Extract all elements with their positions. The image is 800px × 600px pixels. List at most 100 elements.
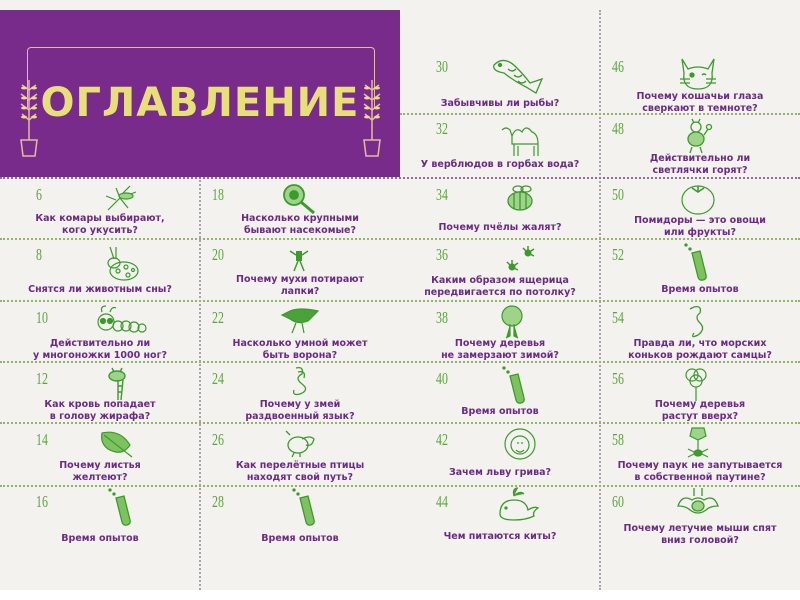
- toc-entry[interactable]: 50 Помидоры — это овощи или фрукты?: [600, 178, 800, 238]
- toc-entry[interactable]: 30 Забывчивы ли рыбы?: [400, 10, 600, 113]
- page-number: 44: [436, 492, 448, 511]
- question-text: Насколько крупными бывают насекомые?: [241, 213, 359, 236]
- question-text: Время опытов: [661, 284, 739, 295]
- page-number: 54: [612, 308, 624, 327]
- toc-entry[interactable]: 34 Почему пчёлы жалят?: [400, 178, 600, 238]
- toc-entry[interactable]: 46 Почему кошачьи глаза сверкают в темно…: [600, 10, 800, 114]
- whale-icon: [499, 487, 540, 521]
- toc-entry[interactable]: 8 Снятся ли животным сны?: [0, 239, 200, 300]
- question-text: Правда ли, что морских коньков рождают с…: [628, 338, 772, 361]
- page-title: ОГЛАВЛЕНИЕ: [40, 80, 360, 126]
- question-text: У верблюдов в горбах вода?: [420, 159, 580, 170]
- toc-entry[interactable]: 24 Почему у змей раздвоенный язык?: [200, 362, 400, 422]
- page-number: 14: [36, 430, 48, 449]
- toc-entry[interactable]: 32 У верблюдов в горбах вода?: [400, 114, 600, 177]
- toc-entry[interactable]: 40 Время опытов: [400, 362, 600, 422]
- question-text: Почему листья желтеют?: [59, 460, 141, 483]
- spider-icon: [687, 427, 709, 458]
- tree-icon: [685, 368, 707, 401]
- toc-entry[interactable]: 48 Действительно ли светлячки горят?: [600, 114, 800, 177]
- question-text: Почему летучие мыши спят вниз головой?: [623, 523, 777, 546]
- row-divider: [0, 238, 800, 240]
- test-tube-icon: [292, 488, 315, 526]
- toc-entry[interactable]: 52 Время опытов: [600, 239, 800, 300]
- toc-entry[interactable]: 18 Насколько крупными бывают насекомые?: [200, 178, 400, 238]
- magnifier-icon: [283, 184, 315, 215]
- page-number: 28: [212, 492, 224, 511]
- bird-icon: [285, 430, 315, 458]
- sleeping-animal-icon: [107, 246, 139, 281]
- toc-entry[interactable]: 12 Как кровь попадает в голову жирафа?: [0, 362, 200, 422]
- page-number: 40: [436, 369, 448, 388]
- question-text: Каким образом ящерица передвигается по п…: [424, 275, 576, 298]
- page-number: 30: [436, 57, 448, 76]
- question-text: Снятся ли животным сны?: [28, 284, 172, 295]
- row-divider: [400, 113, 800, 115]
- crow-icon: [280, 308, 320, 334]
- page-number: 48: [612, 119, 624, 138]
- page-number: 6: [36, 185, 42, 204]
- giraffe-icon: [108, 367, 126, 401]
- question-text: Как кровь попадает в голову жирафа?: [44, 399, 156, 422]
- question-text: Почему у змей раздвоенный язык?: [245, 399, 355, 422]
- lizard-feet-icon: [506, 246, 535, 271]
- question-text: Почему пчёлы жалят?: [438, 222, 562, 233]
- test-tube-icon: [502, 366, 525, 404]
- question-text: Время опытов: [461, 406, 539, 417]
- toc-entry[interactable]: 44 Чем питаются киты?: [400, 486, 600, 566]
- seahorse-icon: [689, 305, 704, 338]
- caterpillar-icon: [97, 305, 147, 333]
- toc-entry[interactable]: 20 Почему мухи потирают лапки?: [200, 239, 400, 300]
- toc-entry[interactable]: 38 Почему деревья не замерзают зимой?: [400, 301, 600, 361]
- tomato-icon: [681, 185, 715, 215]
- page-number: 34: [436, 185, 448, 204]
- page-number: 38: [436, 308, 448, 327]
- page-number: 12: [36, 369, 48, 388]
- toc-entry[interactable]: 42 Зачем льву грива?: [400, 423, 600, 485]
- question-text: Забывчивы ли рыбы?: [440, 98, 560, 109]
- toc-entry[interactable]: 54 Правда ли, что морских коньков рождаю…: [600, 301, 800, 361]
- page-number: 58: [612, 430, 624, 449]
- page-number: 20: [212, 245, 224, 264]
- tree-icon: [501, 305, 523, 339]
- toc-entry[interactable]: 58 Почему паук не запутывается в собстве…: [600, 423, 800, 485]
- test-tube-icon: [684, 243, 707, 281]
- toc-entry[interactable]: 28 Время опытов: [200, 486, 400, 566]
- page-number: 10: [36, 308, 48, 327]
- page-number: 52: [612, 245, 624, 264]
- toc-entry[interactable]: 22 Насколько умной может быть ворона?: [200, 301, 400, 361]
- toc-entry[interactable]: 16 Время опытов: [0, 486, 200, 566]
- bat-icon: [677, 488, 719, 514]
- toc-entry[interactable]: 14 Почему листья желтеют?: [0, 423, 200, 485]
- toc-entry[interactable]: 56 Почему деревья растут вверх?: [600, 362, 800, 422]
- toc-entry[interactable]: 60 Почему летучие мыши спят вниз головой…: [600, 486, 800, 566]
- page-number: 46: [612, 57, 624, 76]
- question-text: Почему деревья не замерзают зимой?: [441, 338, 559, 361]
- question-text: Насколько умной может быть ворона?: [232, 338, 368, 361]
- page-number: 18: [212, 185, 224, 204]
- row-divider: [0, 300, 800, 302]
- toc-entry[interactable]: 26 Как перелётные птицы находят свой пут…: [200, 423, 400, 485]
- toc-entry[interactable]: 10 Действительно ли у многоножки 1000 но…: [0, 301, 200, 361]
- toc-entry[interactable]: 36 Каким образом ящерица передвигается п…: [400, 239, 600, 300]
- mosquito-icon: [105, 185, 137, 211]
- lion-icon: [504, 428, 536, 460]
- toc-entry[interactable]: 6 Как комары выбирают, кого укусить?: [0, 178, 200, 238]
- test-tube-icon: [108, 488, 131, 526]
- page-number: 60: [612, 492, 624, 511]
- fish-icon: [493, 59, 544, 94]
- question-text: Действительно ли светлячки горят?: [649, 153, 751, 176]
- page-number: 26: [212, 430, 224, 449]
- question-text: Действительно ли у многоножки 1000 ног?: [32, 338, 168, 361]
- potted-plant-icon: [363, 80, 381, 157]
- question-text: Время опытов: [261, 533, 339, 544]
- potted-plant-icon: [20, 80, 38, 157]
- question-text: Почему кошачьи глаза сверкают в темноте?: [636, 91, 764, 114]
- question-text: Помидоры — это овощи или фрукты?: [634, 215, 766, 238]
- cat-icon: [680, 58, 716, 90]
- row-divider: [0, 361, 800, 363]
- page-number: 24: [212, 369, 224, 388]
- question-text: Почему мухи потирают лапки?: [236, 274, 364, 297]
- fly-icon: [289, 250, 309, 272]
